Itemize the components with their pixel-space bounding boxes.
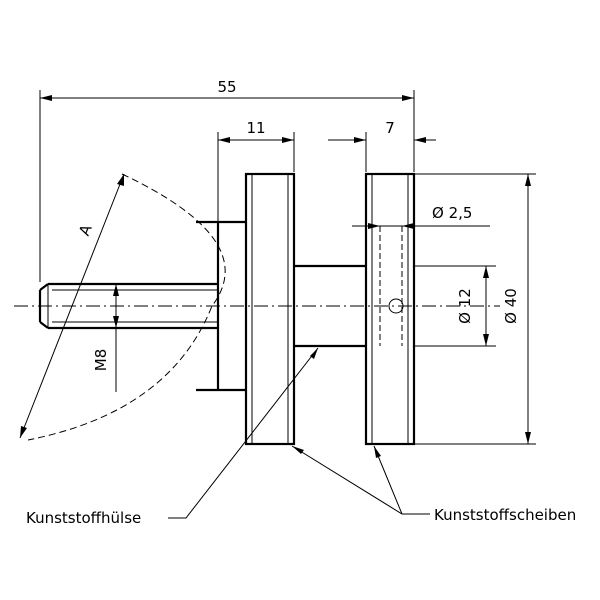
dimension-55-text: 55 — [217, 78, 236, 96]
label-discs: Kunststoffscheiben — [434, 506, 576, 524]
dimension-a-text: A — [75, 221, 96, 238]
threaded-stud — [38, 282, 218, 330]
dimension-2-5-text: Ø 2,5 — [432, 204, 472, 222]
plastic-disc — [364, 172, 416, 446]
dimension-thread: M8 — [92, 284, 119, 392]
dimension-11-text: 11 — [246, 119, 265, 137]
dimension-40-text: Ø 40 — [502, 288, 520, 324]
drill-circle-arc — [27, 173, 226, 441]
label-sleeve: Kunststoffhülse — [26, 509, 141, 527]
dimension-disc-width: 7 — [328, 119, 436, 172]
dimension-7-text: 7 — [385, 119, 395, 137]
shaft — [294, 264, 366, 348]
leader-discs: Kunststoffscheiben — [291, 445, 576, 524]
dimension-m8-text: M8 — [92, 349, 110, 372]
dimension-overall-length: 55 — [39, 78, 415, 282]
dimension-disc-diameter: Ø 40 — [414, 173, 536, 445]
dimension-pin-hole: Ø 2,5 — [352, 204, 490, 229]
dimension-sleeve-width: 11 — [217, 119, 295, 222]
dimension-shaft-diameter: Ø 12 — [414, 265, 496, 347]
plastic-sleeve — [244, 172, 296, 446]
leader-sleeve: Kunststoffhülse — [26, 347, 319, 527]
hub-body — [196, 220, 246, 392]
dimension-12-text: Ø 12 — [456, 288, 474, 324]
dimension-drill: A — [19, 173, 125, 439]
